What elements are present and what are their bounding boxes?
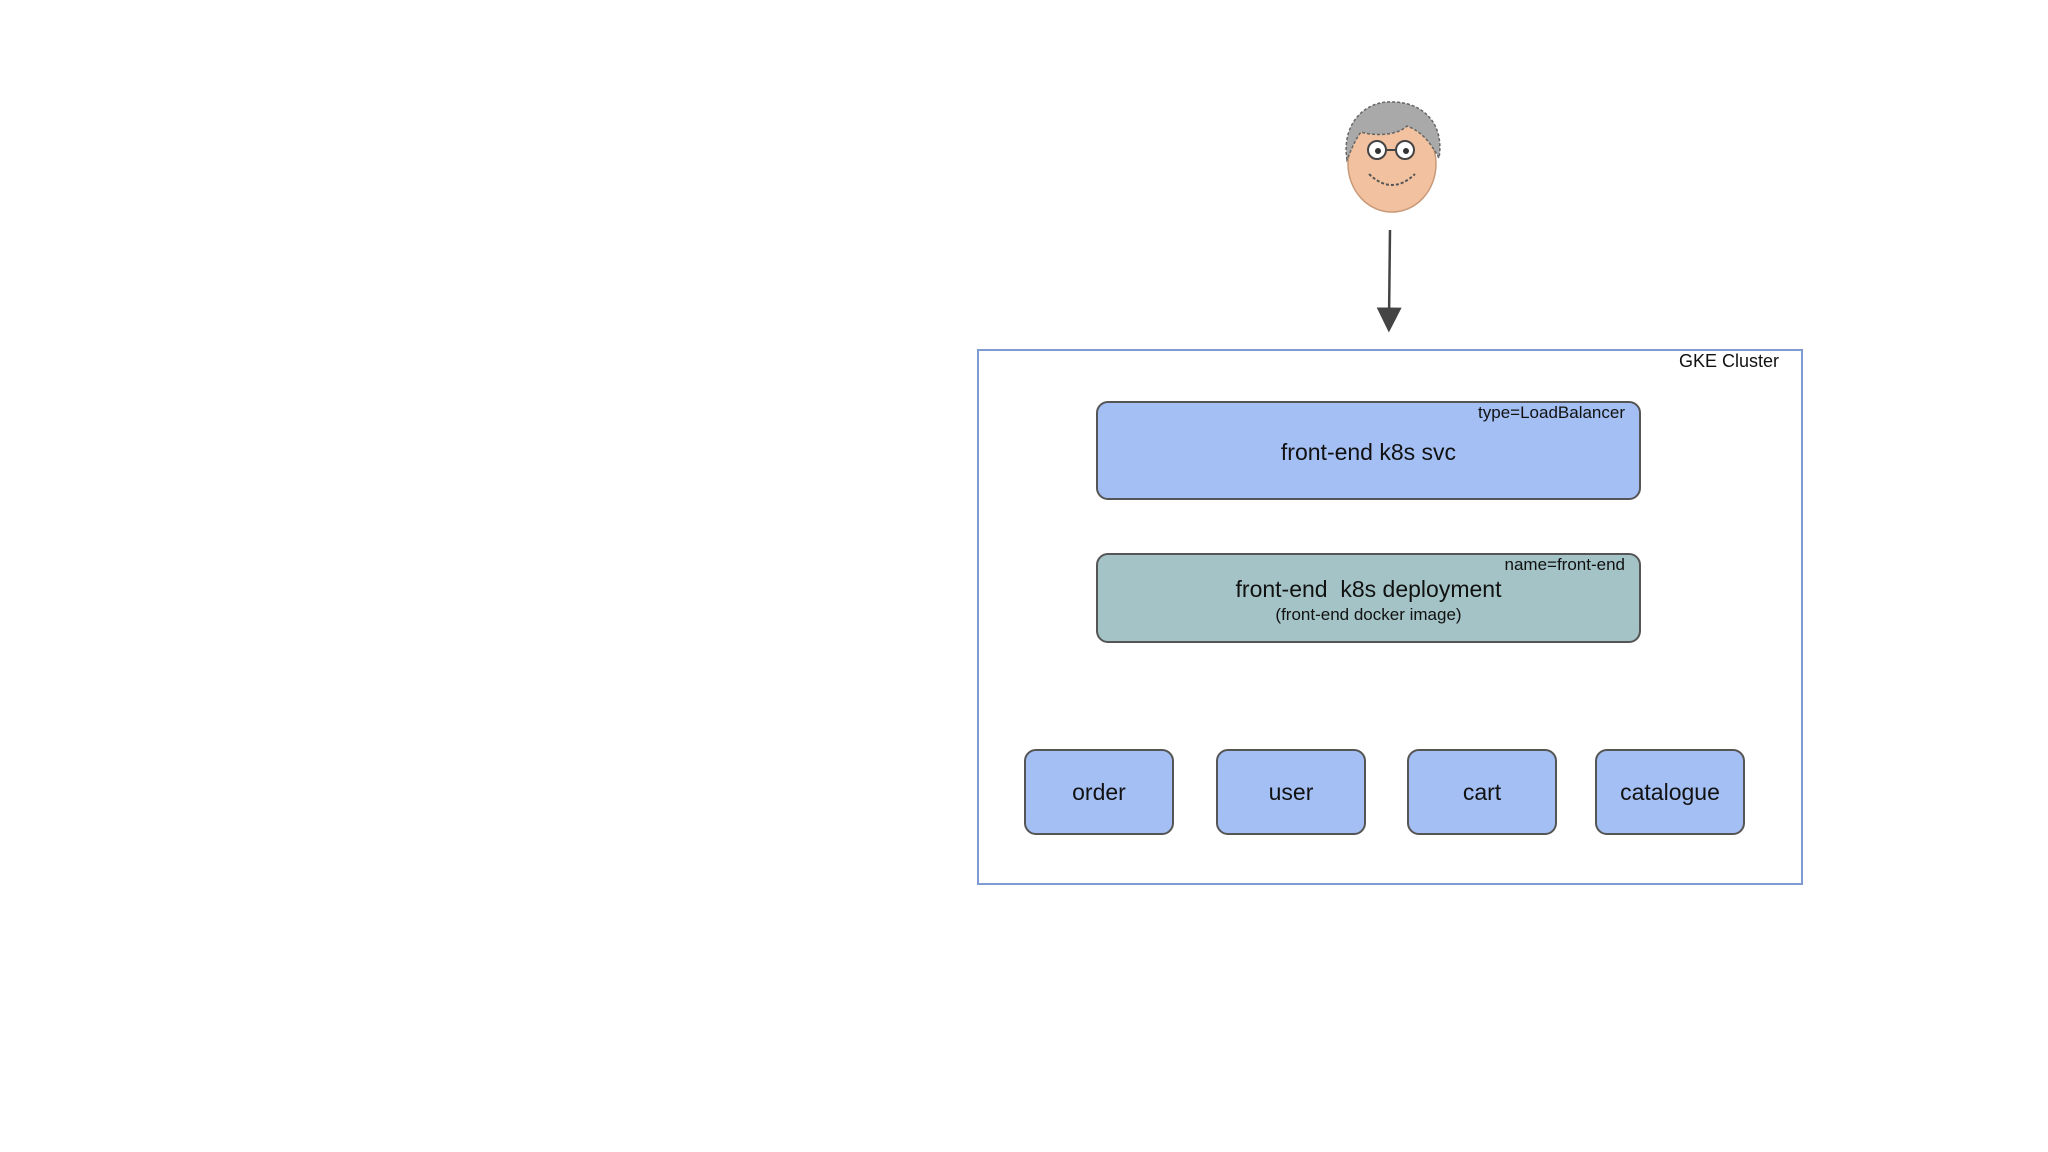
order-service-box: order — [1024, 749, 1174, 835]
cluster-label: GKE Cluster — [1678, 351, 1779, 371]
frontend-service-box: type=LoadBalancer front-end k8s svc — [1096, 401, 1641, 500]
frontend-deployment-box: name=front-end front-end k8s deployment … — [1096, 553, 1641, 643]
service-type-tag: type=LoadBalancer — [1478, 403, 1625, 422]
frontend-deployment-title: front-end k8s deployment — [1235, 576, 1502, 602]
deployment-name-tag: name=front-end — [1504, 555, 1626, 574]
catalogue-service-box: catalogue — [1595, 749, 1745, 835]
frontend-deployment-subtitle: (front-end docker image) — [1275, 605, 1462, 624]
user-to-svc-arrow — [1376, 229, 1402, 333]
gke-cluster: GKE Cluster type=LoadBalancer front-end … — [977, 349, 1803, 885]
user-avatar-icon — [1345, 101, 1441, 213]
user-service-box: user — [1216, 749, 1366, 835]
cart-service-box: cart — [1407, 749, 1557, 835]
frontend-service-title: front-end k8s svc — [1280, 439, 1457, 465]
